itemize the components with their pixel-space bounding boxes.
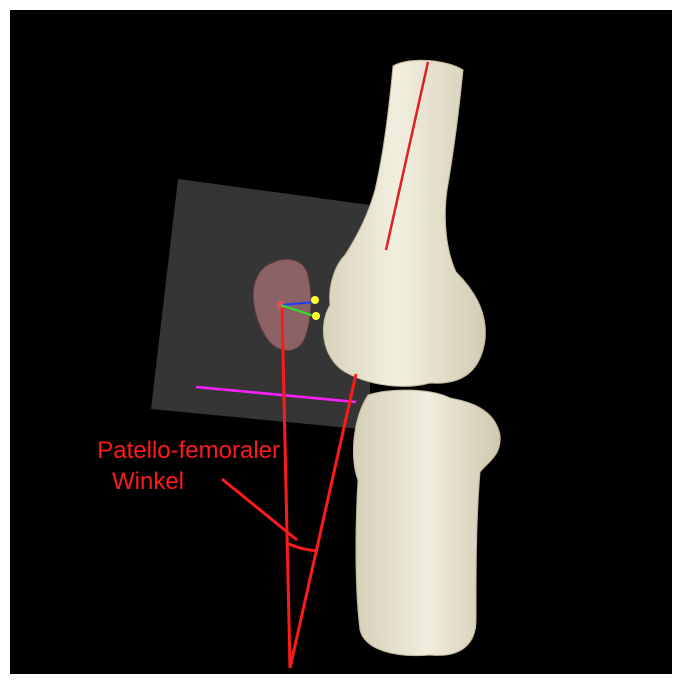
angle-annotation: Patello-femoraler Winkel (51, 437, 280, 499)
yellow-marker-bottom (312, 312, 320, 320)
3d-viewport[interactable]: Patello-femoraler Winkel (10, 10, 672, 674)
annotation-line-1: Patello-femoraler (97, 437, 280, 465)
angle-arc (286, 543, 318, 551)
yellow-marker-top (311, 296, 319, 304)
tibia (353, 390, 500, 656)
annotation-line-2: Winkel (112, 468, 184, 496)
knee-render (10, 10, 672, 674)
